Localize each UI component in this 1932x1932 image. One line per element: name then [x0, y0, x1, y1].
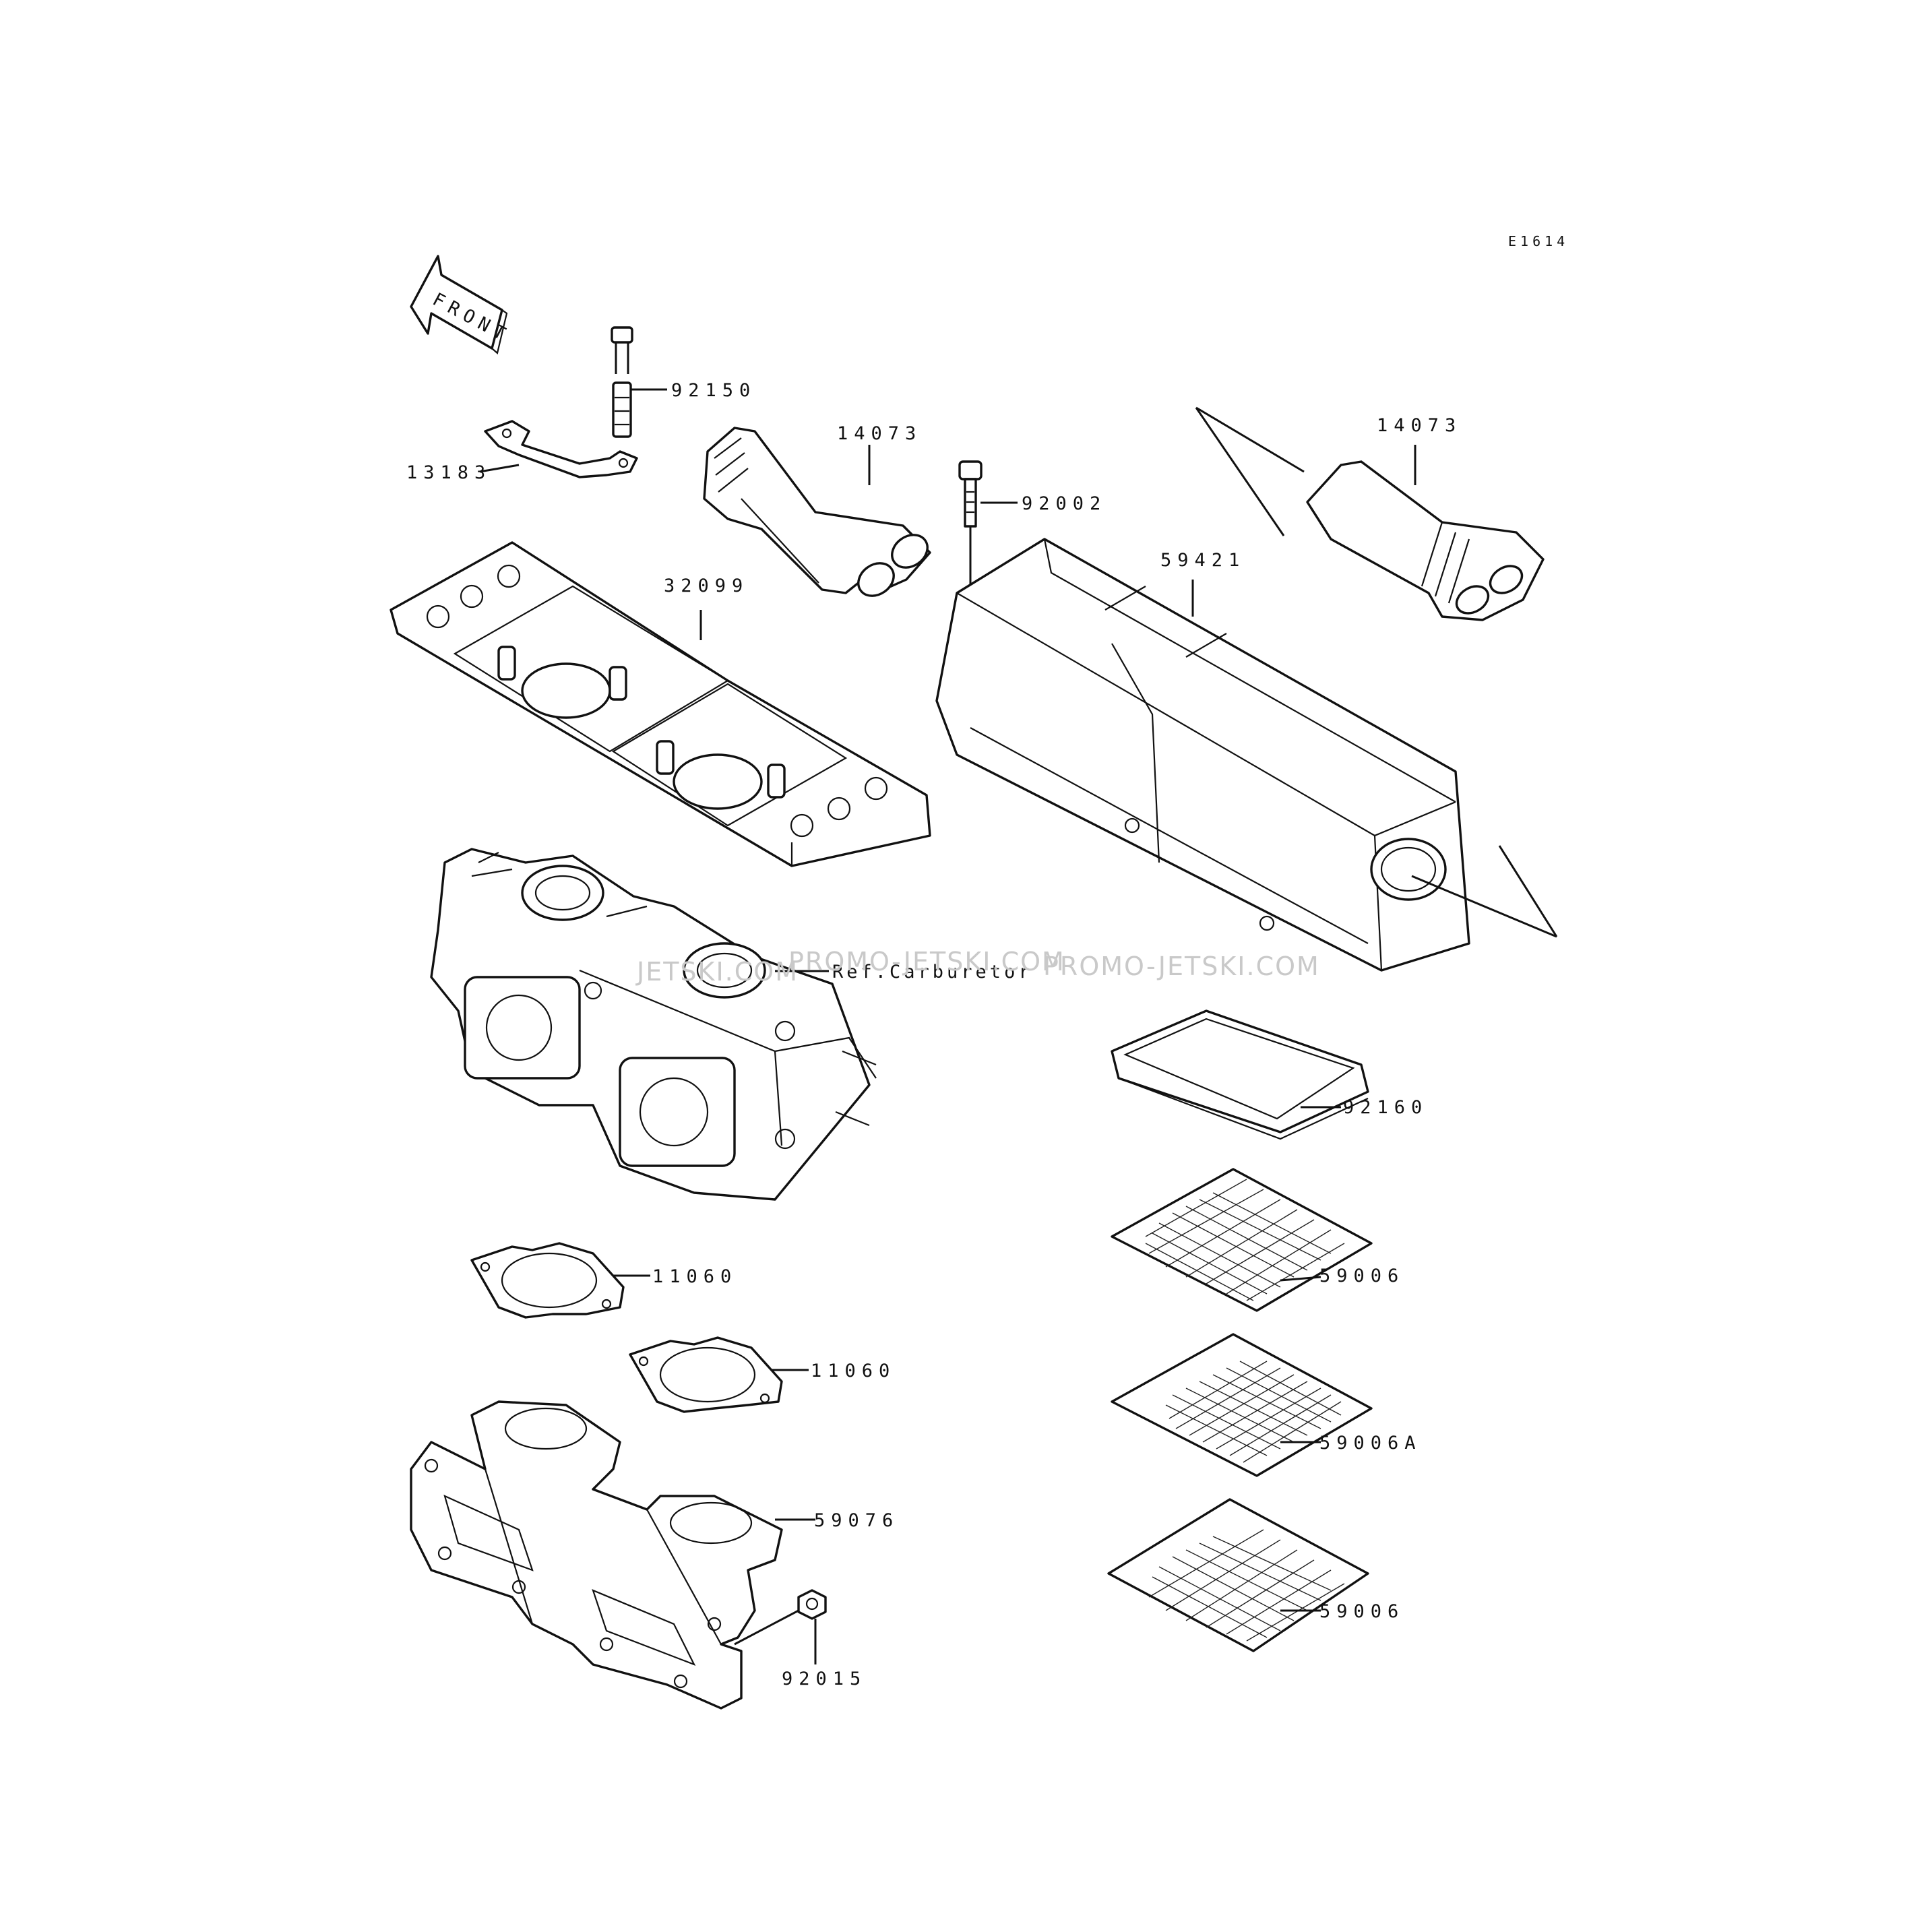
nut-92015 [797, 1589, 827, 1620]
gasket-11060-top [470, 1242, 625, 1319]
label-59076: 59076 [814, 1510, 899, 1531]
carburetor-assembly [430, 848, 877, 1201]
watermark-fragment-1: JETSKI.COM [635, 957, 799, 987]
label-92160: 92160 [1343, 1097, 1428, 1118]
screen-59006A [1111, 1333, 1373, 1477]
label-14073-right: 14073 [1377, 415, 1462, 436]
air-box-59421 [935, 538, 1470, 972]
label-14073-left: 14073 [837, 423, 922, 444]
label-59006-bottom: 59006 [1319, 1601, 1404, 1622]
screen-59006-bottom [1107, 1498, 1369, 1652]
label-92002: 92002 [1022, 493, 1107, 514]
gasket-11060-bottom [629, 1336, 783, 1413]
intake-funnel-14073-left [703, 427, 931, 597]
label-59006A: 59006A [1319, 1433, 1422, 1454]
guide-line-lower [1498, 845, 1558, 937]
intake-funnel-14073-right [1306, 460, 1545, 621]
diagram-code: E1614 [1508, 233, 1569, 249]
label-13183: 13183 [406, 462, 491, 483]
label-32099: 32099 [664, 575, 749, 596]
front-arrow-icon: FRONT [410, 255, 514, 355]
base-plate-32099 [389, 541, 931, 867]
label-11060-top: 11060 [652, 1266, 737, 1287]
manifold-59076 [410, 1400, 783, 1710]
label-11060-bottom: 11060 [811, 1361, 896, 1381]
label-59006-top: 59006 [1319, 1266, 1404, 1286]
label-92150: 92150 [671, 380, 756, 401]
guide-line-upper [1195, 407, 1285, 536]
screen-59006-top [1111, 1168, 1373, 1312]
label-92015: 92015 [782, 1669, 867, 1689]
ref-carburetor-label: Ref.Carburetor [832, 962, 1033, 983]
watermark: PROMO-JETSKI.COM [1043, 952, 1320, 981]
gasket-92160 [1111, 1009, 1369, 1140]
bolt-92150 [611, 326, 633, 438]
bracket-13183 [484, 420, 638, 478]
label-59421: 59421 [1160, 550, 1245, 571]
watermark-fragment-2: PROMO-JETSKI.COM [788, 947, 1065, 976]
